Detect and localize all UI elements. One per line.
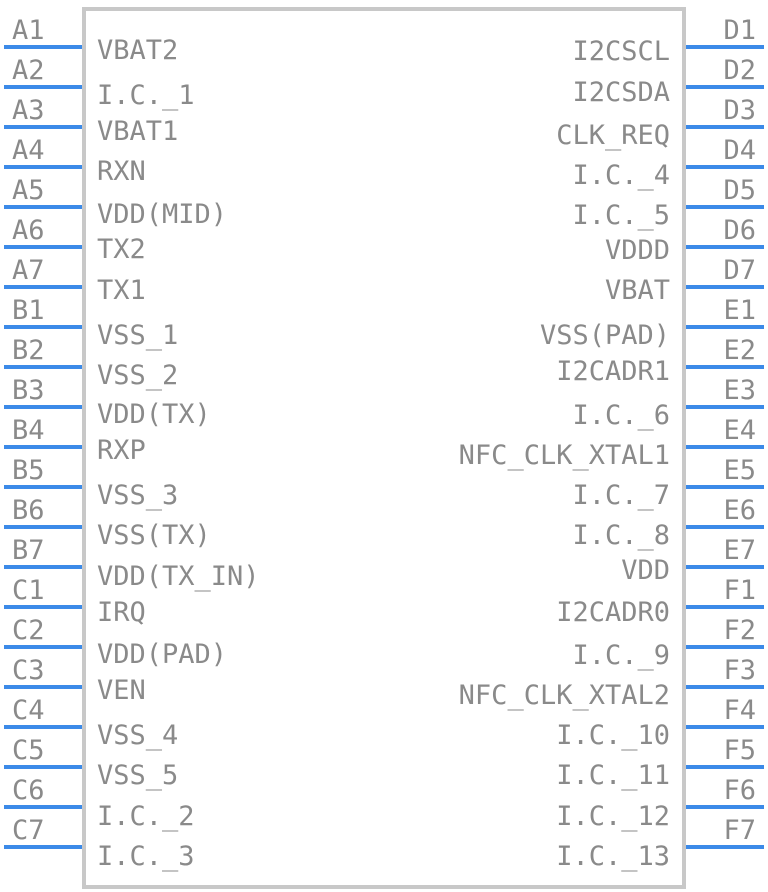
pin-number-f2: F2 bbox=[723, 615, 756, 646]
signal-label-d3: CLK_REQ bbox=[556, 120, 670, 151]
pin-number-d1: D1 bbox=[723, 15, 756, 46]
signal-label-d4: I.C._4 bbox=[572, 160, 670, 191]
signal-label-a3: VBAT1 bbox=[97, 116, 178, 147]
signal-label-e7: VDD bbox=[621, 555, 670, 586]
signal-label-a1: VBAT2 bbox=[97, 35, 178, 66]
pin-number-a5: A5 bbox=[12, 175, 45, 206]
pin-number-f1: F1 bbox=[723, 575, 756, 606]
signal-label-d1: I2CSCL bbox=[572, 36, 670, 67]
signal-label-f4: I.C._10 bbox=[556, 720, 670, 751]
pin-number-e5: E5 bbox=[723, 455, 756, 486]
pin-number-b1: B1 bbox=[12, 295, 45, 326]
pin-number-c4: C4 bbox=[12, 695, 45, 726]
signal-label-f5: I.C._11 bbox=[556, 760, 670, 791]
signal-label-f6: I.C._12 bbox=[556, 801, 670, 832]
signal-label-f3: NFC_CLK_XTAL2 bbox=[459, 680, 670, 711]
signal-label-c2: VDD(PAD) bbox=[97, 639, 227, 670]
signal-label-a4: RXN bbox=[97, 156, 146, 187]
pin-number-b4: B4 bbox=[12, 415, 45, 446]
signal-label-d7: VBAT bbox=[605, 275, 670, 306]
signal-label-e2: I2CADR1 bbox=[556, 356, 670, 387]
signal-label-c3: VEN bbox=[97, 675, 146, 706]
pin-number-e7: E7 bbox=[723, 535, 756, 566]
pin-number-b2: B2 bbox=[12, 335, 45, 366]
pin-number-f6: F6 bbox=[723, 775, 756, 806]
signal-label-b6: VSS(TX) bbox=[97, 520, 211, 551]
signal-label-b1: VSS_1 bbox=[97, 320, 178, 351]
pin-number-f7: F7 bbox=[723, 815, 756, 846]
signal-label-c4: VSS_4 bbox=[97, 720, 178, 751]
pin-number-c2: C2 bbox=[12, 615, 45, 646]
signal-label-e1: VSS(PAD) bbox=[540, 320, 670, 351]
pin-number-a6: A6 bbox=[12, 215, 45, 246]
pin-number-d3: D3 bbox=[723, 95, 756, 126]
pin-number-f4: F4 bbox=[723, 695, 756, 726]
pin-number-a4: A4 bbox=[12, 135, 45, 166]
signal-label-b7: VDD(TX_IN) bbox=[97, 561, 260, 592]
signal-label-c6: I.C._2 bbox=[97, 801, 195, 832]
pin-number-a3: A3 bbox=[12, 95, 45, 126]
signal-label-d5: I.C._5 bbox=[572, 200, 670, 231]
signal-label-b2: VSS_2 bbox=[97, 360, 178, 391]
pin-number-c3: C3 bbox=[12, 655, 45, 686]
signal-label-e6: I.C._8 bbox=[572, 520, 670, 551]
signal-label-b4: RXP bbox=[97, 435, 146, 466]
signal-label-b3: VDD(TX) bbox=[97, 399, 211, 430]
pin-number-c5: C5 bbox=[12, 735, 45, 766]
pin-number-d5: D5 bbox=[723, 175, 756, 206]
pin-number-e2: E2 bbox=[723, 335, 756, 366]
signal-label-b5: VSS_3 bbox=[97, 480, 178, 511]
pin-number-c6: C6 bbox=[12, 775, 45, 806]
signal-label-a6: TX2 bbox=[97, 234, 146, 265]
pin-number-b6: B6 bbox=[12, 495, 45, 526]
pin-number-f5: F5 bbox=[723, 735, 756, 766]
signal-label-f2: I.C._9 bbox=[572, 640, 670, 671]
pin-number-d4: D4 bbox=[723, 135, 756, 166]
signal-label-e3: I.C._6 bbox=[572, 400, 670, 431]
pin-number-b5: B5 bbox=[12, 455, 45, 486]
signal-label-e5: I.C._7 bbox=[572, 480, 670, 511]
pin-number-c1: C1 bbox=[12, 575, 45, 606]
signal-label-a5: VDD(MID) bbox=[97, 199, 227, 230]
signal-label-c5: VSS_5 bbox=[97, 760, 178, 791]
signal-label-f1: I2CADR0 bbox=[556, 597, 670, 628]
pin-number-e1: E1 bbox=[723, 295, 756, 326]
pin-number-e4: E4 bbox=[723, 415, 756, 446]
signal-label-d2: I2CSDA bbox=[572, 77, 670, 108]
pin-number-a1: A1 bbox=[12, 15, 45, 46]
chip-body bbox=[82, 7, 686, 889]
signal-label-a2: I.C._1 bbox=[97, 80, 195, 111]
signal-label-c1: IRQ bbox=[97, 597, 146, 628]
signal-label-f7: I.C._13 bbox=[556, 841, 670, 872]
signal-label-e4: NFC_CLK_XTAL1 bbox=[459, 440, 670, 471]
pin-number-c7: C7 bbox=[12, 815, 45, 846]
signal-label-d6: VDDD bbox=[605, 235, 670, 266]
pin-number-e3: E3 bbox=[723, 375, 756, 406]
pin-number-b7: B7 bbox=[12, 535, 45, 566]
pin-number-a7: A7 bbox=[12, 255, 45, 286]
pin-number-a2: A2 bbox=[12, 55, 45, 86]
signal-label-c7: I.C._3 bbox=[97, 841, 195, 872]
pin-number-f3: F3 bbox=[723, 655, 756, 686]
pin-number-b3: B3 bbox=[12, 375, 45, 406]
pin-number-d6: D6 bbox=[723, 215, 756, 246]
pin-number-d7: D7 bbox=[723, 255, 756, 286]
pin-number-d2: D2 bbox=[723, 55, 756, 86]
signal-label-a7: TX1 bbox=[97, 275, 146, 306]
pin-number-e6: E6 bbox=[723, 495, 756, 526]
